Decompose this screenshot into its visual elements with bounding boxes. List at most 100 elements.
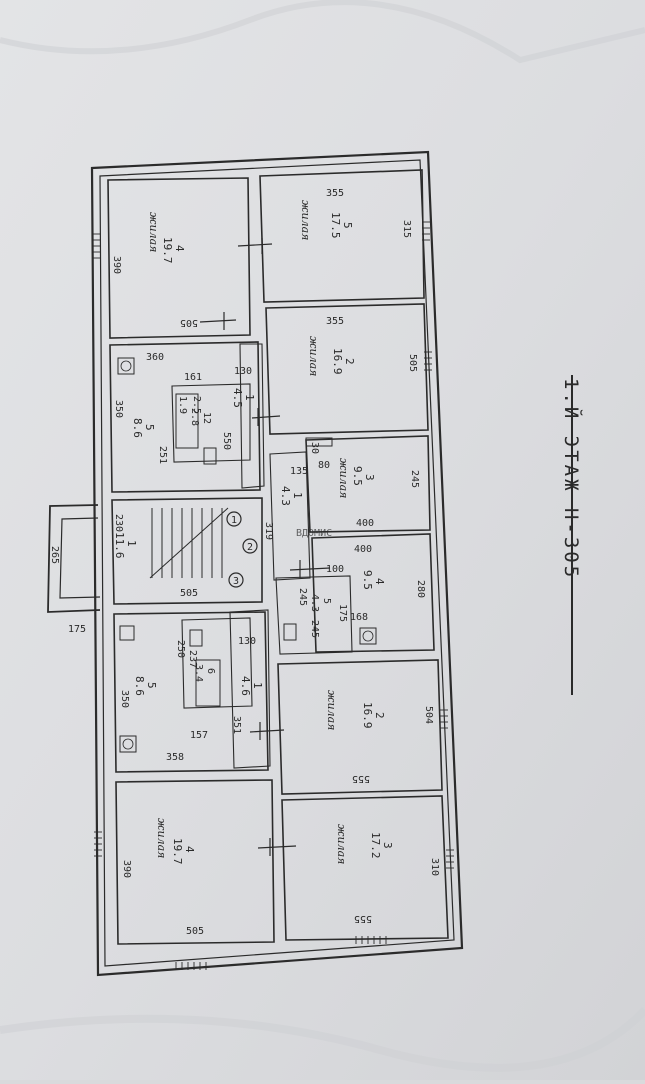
dimension-label: 230 [113, 514, 124, 532]
room-number: 1 [125, 540, 138, 547]
marker-label: 2 [247, 542, 253, 553]
room-bottom-left [115, 779, 275, 945]
room-number: 5 [145, 682, 158, 689]
room-kitchen-bottom [113, 611, 269, 773]
dimension-label: 135 [290, 466, 308, 477]
toilet-top [203, 447, 217, 465]
room-c1-labels: 5 17.5 [329, 212, 354, 239]
room-type-label: жилая [299, 200, 312, 240]
room-area: 9.5 [351, 466, 364, 486]
dimension-label: 358 [166, 752, 184, 763]
stove-top [117, 357, 135, 375]
stove-mid [359, 627, 377, 645]
bath-bottom [181, 617, 253, 709]
dimension-label: 555 [354, 913, 372, 924]
dimension-label: 80 [318, 460, 330, 471]
room-number: 2 [373, 712, 386, 719]
room-number: 3 [363, 474, 376, 481]
room-number: 3 [381, 842, 394, 849]
marker-label: 1 [231, 515, 237, 526]
room-area: 3.4 [193, 664, 204, 682]
dimension-label: 30 [309, 442, 320, 454]
room-area: 11.6 [113, 532, 126, 559]
room-number: 5 [321, 598, 332, 604]
room-top-left [107, 177, 251, 339]
room-number: 1 [243, 394, 256, 401]
dimension-label: 157 [190, 730, 208, 741]
room-number: 4 [173, 245, 186, 252]
bath-mid [275, 575, 353, 655]
hall-top [239, 343, 265, 489]
dimension-label: 505 [180, 588, 198, 599]
room-number: 1 [251, 682, 264, 689]
dimension-label: 175 [337, 604, 348, 622]
room-area: 17.2 [369, 832, 382, 859]
dimension-label: 315 [401, 220, 412, 238]
dimension-label: 130 [234, 366, 252, 377]
dimension-label: 400 [354, 544, 372, 555]
paper-crease [0, 1007, 645, 1072]
dimension-label: 250 [175, 640, 186, 658]
dimension-label: 350 [113, 400, 124, 418]
room-number: 6 [205, 668, 216, 674]
stair-steps [149, 507, 229, 579]
room-stair [111, 497, 263, 605]
marker-label: 3 [233, 576, 239, 587]
dimension-label: 555 [352, 773, 370, 784]
room-number: 4 [183, 846, 196, 853]
dimension-label: 390 [121, 860, 132, 878]
room-area: 4.3 [309, 594, 320, 612]
room-top-left-labels: 4 19.7 [161, 237, 186, 264]
dimension-label: 550 [221, 432, 232, 450]
room-c3 [305, 435, 431, 533]
hall-mid-labels: 1 4.3 [279, 486, 304, 506]
entrance-porch [47, 504, 101, 613]
room-area: 19.7 [161, 237, 174, 264]
dimension-label: 310 [429, 858, 440, 876]
room-number: 5 [341, 222, 354, 229]
room-c2 [265, 303, 429, 435]
door-marks [199, 238, 331, 856]
room-bottom-left-labels: 4 19.7 [171, 838, 196, 865]
room-c1 [259, 169, 425, 303]
dimension-label: 2.5 [191, 396, 202, 414]
bath-mid-labels: 5 4.3 [309, 594, 332, 612]
hall-bottom [229, 609, 271, 769]
room-area: 9.5 [361, 570, 374, 590]
room-area: 16.9 [361, 702, 374, 729]
room-area: 4.3 [279, 486, 292, 506]
sink-bottom [119, 625, 135, 641]
outer-wall [90, 150, 464, 977]
dimension-label: 505 [180, 317, 198, 328]
marker-circle-2 [242, 538, 258, 554]
inner-wall-line [99, 159, 455, 967]
bath-top [171, 383, 251, 463]
room-area: 4.5 [231, 388, 244, 408]
bathtub-top [175, 393, 199, 449]
dimension-label: 390 [111, 256, 122, 274]
room-mid-c2-labels: 3 17.2 [369, 832, 394, 859]
room-type-label: жилая [155, 818, 168, 858]
room-mid-c1 [277, 659, 443, 795]
stove-burner [120, 360, 132, 372]
watermark: ВДОМИС [296, 528, 332, 539]
room-type-label: жилая [147, 212, 160, 252]
hall-top-labels: 1 4.5 [231, 388, 256, 408]
toilet-bottom [189, 629, 203, 647]
dimension-label: 355 [326, 188, 344, 199]
room-number: 5 [143, 424, 156, 431]
room-type-label: жилая [325, 690, 338, 730]
room-type-label: жилая [335, 824, 348, 864]
stove-bottom [119, 735, 137, 753]
dimension-label: 130 [238, 636, 256, 647]
room-area: 2.8 [189, 408, 200, 426]
window-marks [92, 221, 454, 970]
entrance-porch-inner [59, 517, 101, 599]
dimension-label: 505 [186, 926, 204, 937]
room-mid-c2 [281, 795, 449, 941]
room-type-label: жилая [337, 458, 350, 498]
room-number: 2 [343, 358, 356, 365]
kitchen-bottom-labels: 5 8.6 [133, 676, 158, 696]
dimension-label: 280 [415, 580, 426, 598]
